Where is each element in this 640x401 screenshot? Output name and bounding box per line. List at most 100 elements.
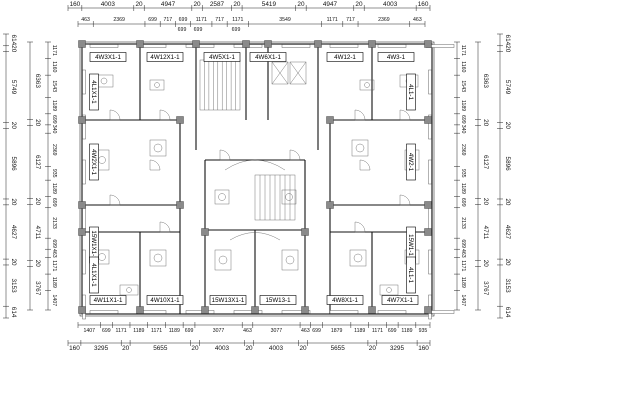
fixture-detail [154,82,160,88]
window-tag-box [377,52,415,62]
dimension-label: 1171 [51,260,57,271]
dimension-label: 1407 [51,295,57,307]
dimension-label: 1189 [51,183,57,194]
window-strip [89,310,119,314]
fixture [281,189,297,205]
dimension-label: 1407 [460,295,466,307]
dimension-label: 3295 [94,345,109,352]
dimension-label: 1189 [401,328,412,334]
fixture [351,139,369,157]
column [192,40,200,48]
door-swing [354,109,366,121]
dimension-label: 20 [10,45,17,53]
column [301,228,309,236]
column [242,40,250,48]
dimension-label: 699 [179,17,188,23]
dimension-label: 463 [243,328,252,334]
dimension-label: 3153 [504,278,511,293]
dimension-label: 1171 [327,17,338,23]
window-tag-label: 4L1X1-1 [90,80,97,104]
column [78,116,86,124]
door-swing [149,159,161,171]
dimension-label: 1171 [51,45,57,56]
fixture-detail [386,287,392,293]
dimension-label: 5419 [262,1,277,8]
dimension-label: 1171 [372,328,383,334]
fixture-detail [98,156,106,164]
window-tag-label: 4W11X1-1 [94,297,123,304]
fixture [281,249,299,271]
window-strip [428,69,432,95]
column [176,116,184,124]
window-tag-label: 4L1-1 [407,84,414,100]
dimension-label: 463 [413,17,422,23]
fixture-detail [98,253,106,261]
dimension-label: 20 [191,345,199,352]
fixture [149,139,167,157]
dimension-label: 699 [388,328,397,334]
dimension-label: 20 [369,345,377,352]
dimension-label: 717 [346,17,355,23]
window-tag-label: 4L1X1-1 [90,263,97,287]
dimension-label: 5896 [10,157,17,172]
window-strip [428,159,432,185]
window-tag-box [381,295,419,305]
window-strip [82,69,86,95]
dimension-label: 20 [504,45,511,53]
elevator-shaft [289,61,307,85]
dimension-label: 1189 [169,328,180,334]
dimension-label: 2369 [113,17,125,23]
dimension-label: 699 [460,115,466,124]
door-swing [354,221,366,233]
dimension-label: 1543 [460,80,466,92]
dimension-label: 20 [504,198,511,206]
window-tag-label: 4W5X1-1 [209,54,235,61]
interior-walls [82,44,455,320]
window-strip [281,310,311,314]
window-tag-box [89,73,99,111]
fixture-detail [126,287,132,293]
dimension-label: 699 [51,198,57,207]
door-swing [109,109,121,121]
window-strip [329,44,359,48]
fixture-detail [355,143,365,153]
dimension-label: 463 [81,17,90,23]
column [424,201,432,209]
column [251,306,259,314]
window-tag-box [203,52,241,62]
door-swing [399,194,411,206]
dimension-label: 20 [34,198,41,206]
dimension-label: 699 [460,198,466,207]
dimension-label: 6127 [34,155,41,170]
dimension-label: 4627 [504,225,511,240]
dimension-label: 20 [355,1,363,8]
stair-core [199,59,241,111]
column [314,40,322,48]
dimension-label: 4003 [269,345,284,352]
dimension-label: 3153 [10,278,17,293]
door-swing [359,159,371,171]
door-swing [159,109,171,121]
dimension-label: 5896 [504,157,511,172]
dimension-label: 1543 [51,80,57,92]
window-tag-label: 4W3X1-1 [95,54,121,61]
fixture [149,249,167,267]
dimension-label: 614 [504,307,511,318]
window-tag-label: 4W8X1-1 [332,297,358,304]
dimension-label: 1189 [460,100,466,111]
window-tag-label: 4W2-1 [407,153,414,172]
dimension-label: 20 [297,1,305,8]
dimension-label: 20 [34,119,41,127]
dimension-label: 2369 [460,144,466,156]
fixture-detail [218,193,226,201]
dimension-label: 4003 [383,1,398,8]
fixture [214,189,230,205]
window-strip [82,159,86,185]
dimension-label: 20 [299,345,307,352]
window-tag-label: 4W12-1 [334,54,356,61]
dimension-label: 1189 [51,277,57,288]
dimension-label: 1160 [460,61,466,72]
dimension-label: 699 [460,239,466,248]
